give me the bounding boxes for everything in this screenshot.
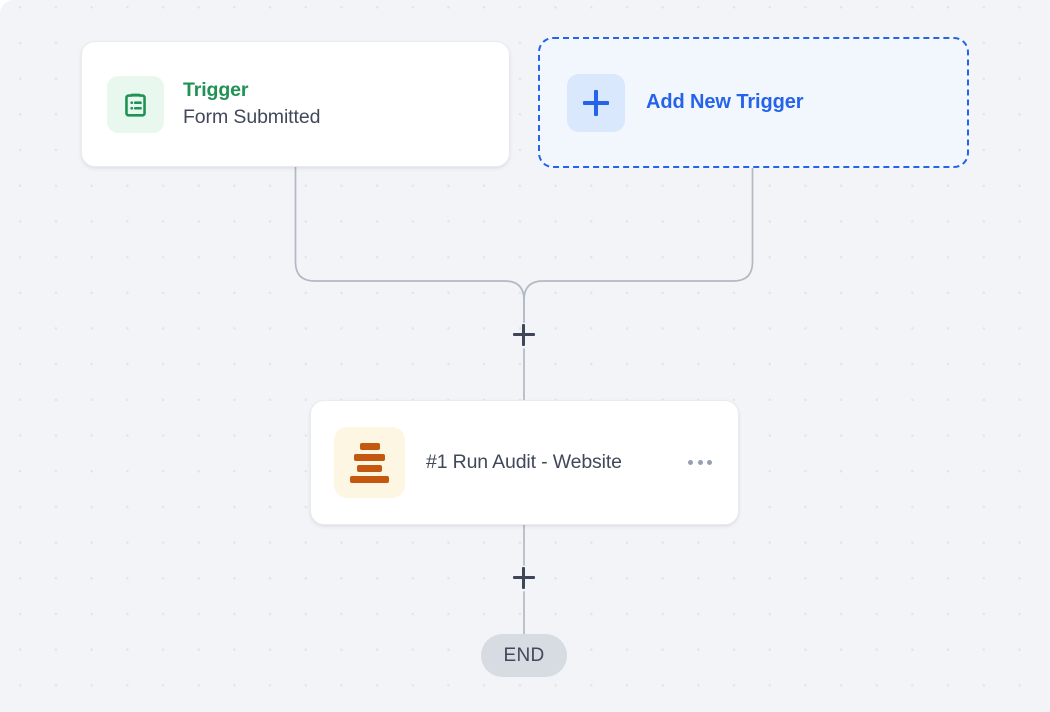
ellipsis-dot [688, 460, 693, 465]
trigger-text-block: Trigger Form Submitted [183, 78, 320, 130]
trigger-title: Form Submitted [183, 105, 321, 128]
node-add-new-trigger[interactable]: Add New Trigger [538, 37, 969, 168]
add-new-trigger-label: Add New Trigger [646, 91, 804, 113]
ellipsis-dot [707, 460, 712, 465]
end-badge: END [481, 634, 567, 677]
stacked-bars-icon [334, 427, 405, 498]
ellipsis-icon[interactable] [682, 452, 718, 473]
plus-glyph [583, 89, 609, 116]
clipboard-list-icon [107, 75, 164, 133]
edge-trigger-to-merge [294, 166, 525, 323]
trigger-kicker: Trigger [183, 79, 249, 102]
run-audit-label: #1 Run Audit - Website [426, 451, 622, 473]
stacked-bars-icon-bar [350, 475, 389, 483]
plus-icon [567, 73, 625, 132]
stacked-bars-icon-bar [354, 453, 385, 461]
node-run-audit[interactable]: #1 Run Audit - Website [310, 400, 739, 525]
ellipsis-dot [697, 460, 703, 465]
node-trigger[interactable]: Trigger Form Submitted [81, 41, 510, 167]
stacked-bars-icon-bar [357, 464, 382, 472]
stacked-bars-icon-bar [359, 442, 380, 450]
add-step-button-after-trigger[interactable] [513, 324, 535, 346]
add-step-button-before-end[interactable] [513, 567, 535, 589]
edge-add-trigger-to-merge [523, 166, 754, 323]
